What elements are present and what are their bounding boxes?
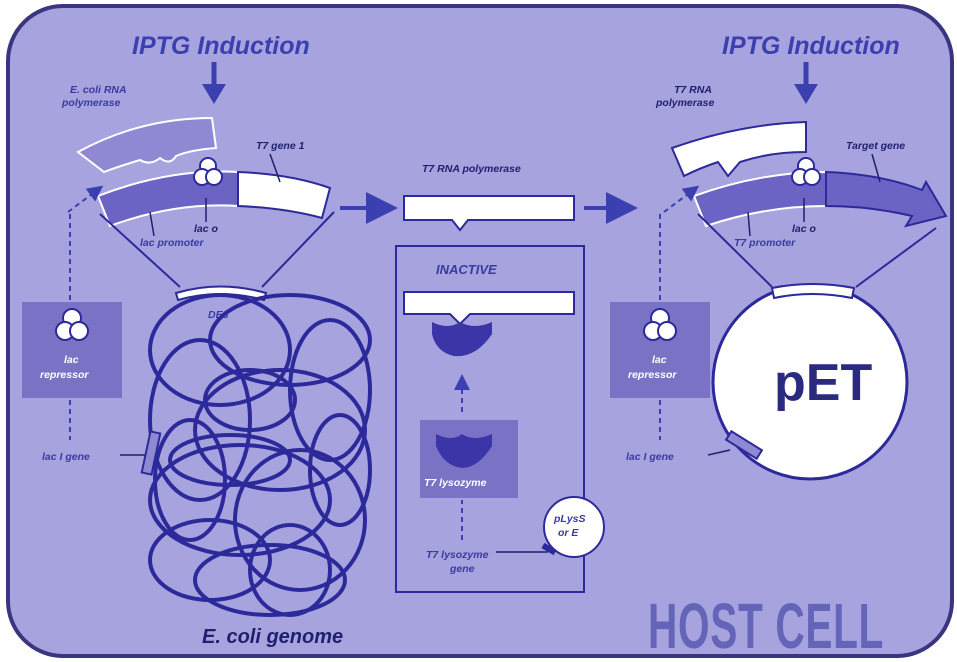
right-iptg-arrowhead bbox=[794, 84, 818, 104]
right-iptg-induction-label: IPTG Induction bbox=[722, 32, 900, 60]
t7-gene-1-leader bbox=[269, 153, 281, 183]
lac-promoter-leader bbox=[149, 211, 155, 237]
plyss-label-1: pLysS bbox=[553, 513, 586, 525]
pet-insert bbox=[770, 283, 856, 300]
ecoli-rna-polymerase-label-2: polymerase bbox=[61, 97, 121, 109]
inactive-t7-polymerase-shape bbox=[403, 291, 575, 326]
left-zoom-line-1 bbox=[99, 213, 181, 288]
t7-rna-pol-right-label-1: T7 RNA bbox=[674, 84, 712, 96]
t7-rna-polymerase-shape bbox=[403, 195, 575, 232]
right-zoom-line-1 bbox=[697, 213, 773, 288]
target-gene-leader bbox=[871, 153, 881, 183]
ecoli-genome-tangle bbox=[148, 293, 372, 617]
pet-label: pET bbox=[774, 354, 872, 412]
left-zoom-line-2 bbox=[261, 211, 335, 288]
right-laci-leader bbox=[707, 449, 731, 456]
left-repressor-label-1: lac bbox=[64, 354, 79, 366]
left-laci-gene-label: lac I gene bbox=[42, 451, 90, 463]
right-laci-gene-segment bbox=[724, 429, 764, 461]
lac-promoter-label: lac promoter bbox=[140, 237, 205, 249]
t7-rna-pol-right-shape bbox=[670, 120, 807, 178]
rna-pol-dash bbox=[67, 185, 104, 213]
left-iptg-induction-label: IPTG Induction bbox=[132, 32, 310, 60]
right-repressor-icon bbox=[643, 308, 677, 341]
t7-pol-dash bbox=[663, 185, 700, 213]
t7-rna-pol-right-label-2: polymerase bbox=[655, 97, 715, 109]
t7-gene-1-label: T7 gene 1 bbox=[256, 140, 305, 152]
plyss-gene-segment bbox=[541, 542, 557, 556]
inactive-lysozyme-bound bbox=[432, 322, 492, 357]
t7-promoter-leader bbox=[747, 211, 751, 237]
inactive-label: INACTIVE bbox=[436, 262, 497, 277]
left-repressor-icon bbox=[55, 308, 89, 341]
right-repressor-label-1: lac bbox=[652, 354, 667, 366]
lac-operator-icon bbox=[193, 157, 223, 186]
ecoli-genome-label: E. coli genome bbox=[202, 626, 343, 648]
plyss-plasmid bbox=[543, 496, 605, 558]
right-lac-o-label: lac o bbox=[792, 223, 817, 235]
target-gene-segment bbox=[825, 170, 948, 228]
right-repressor-label-2: repressor bbox=[628, 369, 677, 381]
ecoli-rna-polymerase-label: E. coli RNA bbox=[70, 84, 127, 96]
host-cell-label: HOST CELL bbox=[648, 590, 884, 662]
t7-rna-polymerase-label: T7 RNA polymerase bbox=[422, 163, 521, 175]
t7-lysozyme-label: T7 lysozyme bbox=[424, 477, 487, 489]
t7-lysozyme-shape bbox=[436, 434, 492, 468]
right-lac-operator-icon bbox=[791, 157, 821, 186]
de3-label: DE3 bbox=[208, 309, 229, 321]
right-laci-gene-label: lac I gene bbox=[626, 451, 674, 463]
t7-lysozyme-gene-label-2: gene bbox=[449, 563, 475, 575]
plyss-label-2: or E bbox=[558, 527, 579, 539]
ecoli-rna-polymerase-shape bbox=[76, 116, 218, 174]
t7-gene-1-segment bbox=[237, 170, 332, 220]
t7-lysozyme-gene-label-1: T7 lysozyme bbox=[426, 549, 489, 561]
left-laci-gene-segment bbox=[140, 430, 162, 476]
left-lac-o-label: lac o bbox=[194, 223, 219, 235]
right-zoom-line-2 bbox=[855, 227, 937, 288]
target-gene-label: Target gene bbox=[846, 140, 905, 152]
left-repressor-label-2: repressor bbox=[40, 369, 89, 381]
left-iptg-arrowhead bbox=[202, 84, 226, 104]
t7-promoter-label: T7 promoter bbox=[734, 237, 796, 249]
